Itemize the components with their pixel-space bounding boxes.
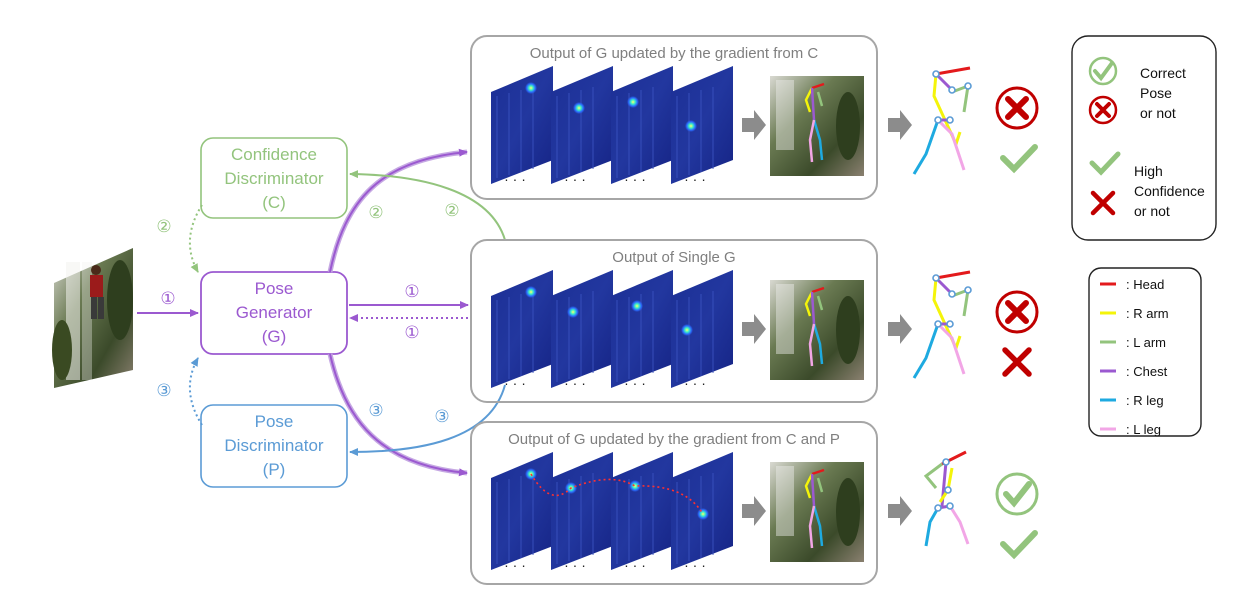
heatmap-frame <box>611 270 673 388</box>
low-confidence-cross-icon <box>1090 190 1116 216</box>
heatmap-frame <box>551 452 613 570</box>
heatmap-frame <box>491 66 553 184</box>
correct-pose-circle-check-icon <box>1088 56 1118 86</box>
heatmap-frame <box>491 452 553 570</box>
ellipsis-dots: · · · <box>564 171 586 187</box>
ellipsis-dots: · · · <box>564 557 586 573</box>
output-to-confidence-arrow <box>349 170 506 241</box>
ellipsis-dots: · · · <box>504 375 526 391</box>
legend-correct-2: Pose <box>1140 85 1172 101</box>
pose-disc-line1: Pose <box>255 412 294 431</box>
step3-label-left: ③ <box>156 381 171 400</box>
ellipsis-dots: · · · <box>624 375 646 391</box>
legend-correct-3: or not <box>1140 105 1176 121</box>
ellipsis-dots: · · · <box>564 375 586 391</box>
pose-photo <box>770 462 864 562</box>
pose-disc-line3: (P) <box>263 460 286 479</box>
low-confidence-cross-icon <box>1002 347 1032 377</box>
confidence-line2: Discriminator <box>224 169 324 188</box>
pose-photo <box>770 76 864 176</box>
pose-skeleton <box>923 450 970 547</box>
pose-discriminator-box: Pose Discriminator (P) <box>200 404 348 488</box>
step2-label-left: ② <box>156 217 171 236</box>
top-panel-title: Output of G updated by the gradient from… <box>530 45 819 62</box>
middle-panel-title: Output of Single G <box>612 249 735 266</box>
bottom-panel-title: Output of G updated by the gradient from… <box>508 431 840 448</box>
bottom-row: · · · · · · · · · · · · <box>491 450 1039 573</box>
pose-skeleton <box>912 66 972 175</box>
grey-right-arrow-icon <box>742 314 766 344</box>
high-confidence-check-icon <box>1000 530 1038 560</box>
step3-label-right: ③ <box>434 407 449 426</box>
pose-photo <box>770 280 864 380</box>
part-legend-label: : R arm <box>1126 306 1169 321</box>
generator-line2: Generator <box>236 303 313 322</box>
step1-label-backward: ① <box>404 323 419 342</box>
confidence-discriminator-box: Confidence Discriminator (C) <box>200 137 348 219</box>
high-confidence-check-icon <box>1000 144 1038 174</box>
legend-conf-2: Confidence <box>1134 183 1205 199</box>
trajectory-dotted-line <box>530 473 704 515</box>
pose-disc-line2: Discriminator <box>224 436 324 455</box>
part-legend-label: : L leg <box>1126 422 1161 437</box>
top-row: · · · · · · · · · · · · <box>491 66 1039 187</box>
ellipsis-dots: · · · <box>624 557 646 573</box>
wrong-pose-circle-cross-icon <box>995 86 1039 130</box>
generator-line1: Pose <box>255 279 294 298</box>
ellipsis-dots: · · · <box>684 557 706 573</box>
heatmap-frame <box>551 270 613 388</box>
wrong-pose-circle-cross-icon <box>1088 95 1118 125</box>
generator-line3: (G) <box>262 327 287 346</box>
middle-row: · · · · · · · · · · · · <box>491 270 1039 391</box>
bottom-output-panel <box>470 421 878 585</box>
output-to-posedisc-arrow <box>349 384 506 456</box>
wrong-pose-circle-cross-icon <box>995 290 1039 334</box>
part-legend-label: : Chest <box>1126 364 1168 379</box>
heatmap-frame <box>611 452 673 570</box>
step1-label-forward: ① <box>404 282 419 301</box>
grey-right-arrow-icon <box>888 110 912 140</box>
part-legend-label: : R leg <box>1126 393 1164 408</box>
body-part-legend: : Head : R arm : L arm : Chest : R leg : L le… <box>1088 267 1202 437</box>
pose-skeleton <box>912 270 972 379</box>
ellipsis-dots: · · · <box>684 171 706 187</box>
legend-conf-1: High <box>1134 163 1163 179</box>
legend-conf-3: or not <box>1134 203 1170 219</box>
pose-generator-box: Pose Generator (G) <box>200 271 348 355</box>
ellipsis-dots: · · · <box>504 557 526 573</box>
correct-pose-circle-check-icon <box>995 472 1039 516</box>
grey-right-arrow-icon <box>888 496 912 526</box>
grey-right-arrow-icon <box>742 496 766 526</box>
high-confidence-check-icon <box>1089 151 1121 176</box>
input-image <box>52 248 133 388</box>
grey-right-arrow-icon <box>742 110 766 140</box>
middle-output-panel <box>470 239 878 403</box>
heatmap-frame <box>611 66 673 184</box>
step3-label-bottom-purple: ③ <box>368 401 383 420</box>
heatmap-frame <box>551 66 613 184</box>
correctness-legend: Correct Pose or not High Confidence or n… <box>1071 35 1217 241</box>
confidence-line3: (C) <box>262 193 286 212</box>
heatmap-frame <box>671 270 733 388</box>
part-legend-label: : Head <box>1126 277 1164 292</box>
confidence-line1: Confidence <box>231 145 317 164</box>
step2-label-top-purple: ② <box>368 203 383 222</box>
posedisc-to-generator-dotted-arrow <box>188 357 203 426</box>
step2-label-right: ② <box>444 201 459 220</box>
grey-right-arrow-icon <box>888 314 912 344</box>
part-legend-label: : L arm <box>1126 335 1166 350</box>
confidence-to-generator-dotted-arrow <box>188 204 203 273</box>
top-output-panel <box>470 35 878 200</box>
ellipsis-dots: · · · <box>504 171 526 187</box>
heatmap-frame <box>491 270 553 388</box>
heatmap-frame <box>671 66 733 184</box>
legend-correct-1: Correct <box>1140 65 1186 81</box>
ellipsis-dots: · · · <box>624 171 646 187</box>
step1-label-input: ① <box>160 289 175 308</box>
ellipsis-dots: · · · <box>684 375 706 391</box>
